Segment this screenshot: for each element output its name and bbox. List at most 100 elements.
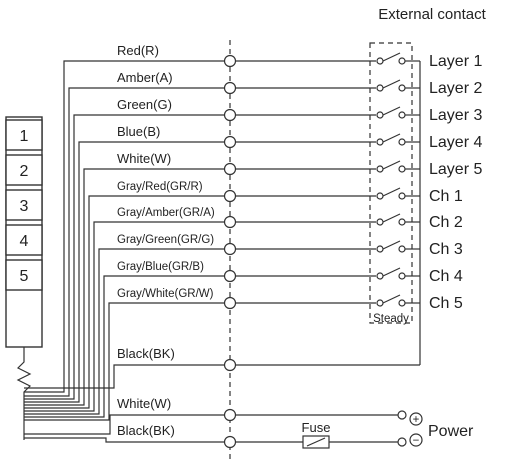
- contact-left-4: [376, 138, 384, 146]
- output-label-4: Layer 4: [429, 134, 482, 151]
- terminal-10: [223, 296, 237, 310]
- output-label-6: Ch 1: [429, 188, 463, 205]
- wire-label-2: Amber(A): [117, 70, 173, 85]
- wire-label-3: Green(G): [117, 97, 172, 112]
- contact-left-5: [376, 165, 384, 173]
- terminal-4: [223, 135, 237, 149]
- wire-label-8: Gray/Green(GR/G): [117, 234, 214, 246]
- contact-right-6: [398, 192, 406, 200]
- common-wire-label: Black(BK): [117, 346, 175, 361]
- output-label-7: Ch 2: [429, 214, 463, 231]
- output-label-8: Ch 3: [429, 241, 463, 258]
- contact-left-6: [376, 192, 384, 200]
- common-terminal: [223, 358, 237, 372]
- wire-label-7: Gray/Amber(GR/A): [117, 207, 215, 219]
- switch-blade-10: [382, 294, 401, 304]
- tower-layer-1-label: 1: [20, 128, 29, 145]
- tower-layer-1: [5, 119, 43, 151]
- wire-8: [24, 248, 376, 415]
- switch-blade-6: [382, 187, 401, 197]
- contact-right-4: [398, 138, 406, 146]
- power-terminal-1: [223, 408, 237, 422]
- steady-label: Steady: [373, 313, 409, 325]
- wire-1: [24, 60, 376, 393]
- terminal-9: [223, 269, 237, 283]
- tower-layer-4-label: 4: [20, 233, 29, 250]
- wire-5: [24, 168, 376, 406]
- wire-label-1: Red(R): [117, 43, 159, 58]
- fuse-element: [306, 437, 326, 447]
- contact-right-7: [398, 218, 406, 226]
- contact-right-8: [398, 245, 406, 253]
- switch-blade-7: [382, 213, 401, 223]
- wire-7: [24, 221, 376, 412]
- contact-left-8: [376, 245, 384, 253]
- output-label-3: Layer 3: [429, 107, 482, 124]
- power-label: Power: [428, 423, 474, 440]
- tower-layer-4: [5, 224, 43, 256]
- wire-label-4: Blue(B): [117, 124, 160, 139]
- power-wire-1: [24, 414, 398, 435]
- tower-layer-2: [5, 154, 43, 186]
- external-contact-box: [369, 42, 413, 324]
- output-label-5: Layer 5: [429, 161, 482, 178]
- tower-layer-2-label: 2: [20, 163, 29, 180]
- wire-2: [24, 87, 376, 397]
- contact-left-9: [376, 272, 384, 280]
- contact-left-1: [376, 57, 384, 65]
- tower-layer-5-label: 5: [20, 268, 29, 285]
- switch-blade-9: [382, 267, 401, 277]
- switch-blade-5: [382, 160, 401, 170]
- contact-right-5: [398, 165, 406, 173]
- terminal-5: [223, 162, 237, 176]
- terminal-1: [223, 54, 237, 68]
- contact-right-9: [398, 272, 406, 280]
- tower-layer-3-label: 3: [20, 198, 29, 215]
- minus-sign-icon: [409, 433, 423, 447]
- contact-right-3: [398, 111, 406, 119]
- wire-label-6: Gray/Red(GR/R): [117, 181, 203, 193]
- contact-right-1: [398, 57, 406, 65]
- power-plus-terminal: [397, 410, 407, 420]
- signal-wires: Red(R) Layer 1 Amber(A) Layer 2 Green(G) Laye…: [24, 43, 482, 421]
- power-minus-terminal: [397, 437, 407, 447]
- terminal-3: [223, 108, 237, 122]
- output-label-10: Ch 5: [429, 295, 463, 312]
- signal-tower: 1 2 3 4 5: [5, 116, 43, 440]
- switch-blade-3: [382, 106, 401, 116]
- power-section: White(W)Black(BK)Fuse+−Power: [24, 396, 474, 449]
- output-label-1: Layer 1: [429, 53, 482, 70]
- contact-right-10: [398, 299, 406, 307]
- plus-sign-label: +: [413, 414, 420, 426]
- wire-6: [24, 195, 376, 409]
- wire-label-10: Gray/White(GR/W): [117, 288, 214, 300]
- power-wire-label-2: Black(BK): [117, 423, 175, 438]
- switch-blade-2: [382, 79, 401, 89]
- wire-3: [24, 114, 376, 400]
- switch-blade-8: [382, 240, 401, 250]
- power-terminal-2: [223, 435, 237, 449]
- minus-sign-label: −: [413, 435, 420, 447]
- external-contact-title: External contact: [378, 6, 486, 23]
- terminal-6: [223, 189, 237, 203]
- terminal-2: [223, 81, 237, 95]
- terminal-7: [223, 215, 237, 229]
- tower-cable: [16, 347, 32, 440]
- wire-label-9: Gray/Blue(GR/B): [117, 261, 204, 273]
- output-label-2: Layer 2: [429, 80, 482, 97]
- power-wire-2: [24, 437, 303, 443]
- plus-sign-icon: [409, 412, 423, 426]
- contact-left-7: [376, 218, 384, 226]
- contact-left-2: [376, 84, 384, 92]
- contact-left-10: [376, 299, 384, 307]
- output-label-9: Ch 4: [429, 268, 463, 285]
- contact-right-2: [398, 84, 406, 92]
- switch-blade-4: [382, 133, 401, 143]
- power-wire-label-1: White(W): [117, 396, 171, 411]
- tower-layer-3: [5, 189, 43, 221]
- wire-label-5: White(W): [117, 151, 171, 166]
- switch-blade-1: [382, 52, 401, 62]
- wire-9: [24, 275, 376, 418]
